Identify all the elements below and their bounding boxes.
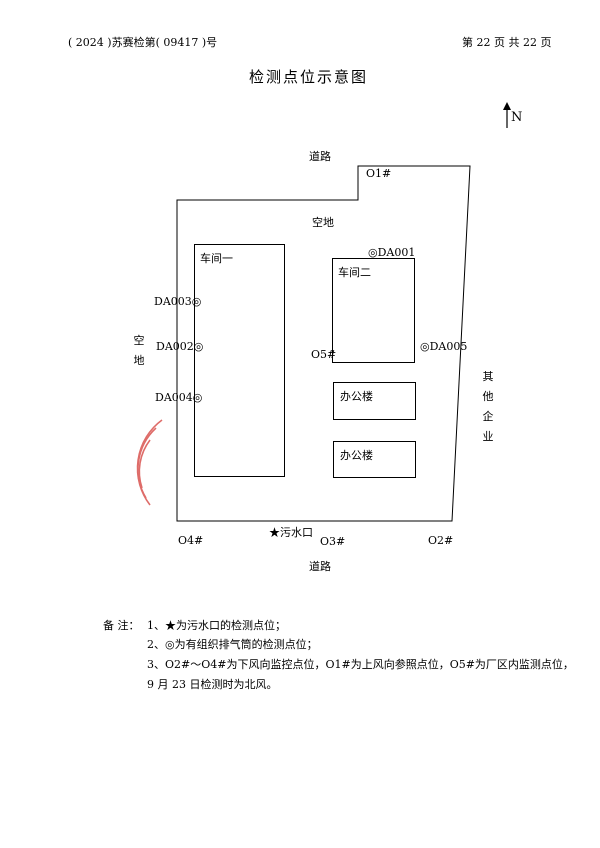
road-north-label: 道路 — [309, 150, 331, 163]
notes-label: 备 注： — [103, 619, 140, 632]
monitor-point-1: O1# — [366, 167, 392, 180]
workshop-1-label: 车间一 — [200, 252, 233, 265]
stack-point-da003: DA003◎ — [154, 295, 202, 308]
report-number: ( 2024 )苏赛检第( 09417 )号 — [68, 36, 218, 49]
road-south-label: 道路 — [309, 560, 331, 573]
stack-point-da001: ◎DA001 — [368, 246, 416, 259]
note-line-2: 2、◎为有组织排气筒的检测点位； — [147, 638, 318, 651]
north-arrow-icon — [503, 102, 511, 128]
note-line-4: 9 月 23 日检测时为北风。 — [147, 678, 278, 691]
site-boundary — [176, 165, 471, 522]
monitor-point-5: O5# — [311, 348, 337, 361]
note-line-1: 1、★为污水口的检测点位； — [147, 619, 286, 632]
stack-point-da005: ◎DA005 — [420, 340, 468, 353]
office-2-label: 办公楼 — [340, 449, 373, 462]
workshop-2-building: 车间二 — [332, 258, 415, 363]
page-title: 检测点位示意图 — [249, 68, 369, 86]
open-space-west-label: 空地 — [133, 334, 145, 367]
monitor-point-3: O3# — [320, 535, 346, 548]
workshop-2-label: 车间二 — [338, 266, 371, 279]
outfall-point: ★污水口 — [269, 526, 313, 539]
office-building-1: 办公楼 — [333, 382, 416, 420]
monitor-point-2: O2# — [428, 534, 454, 547]
office-1-label: 办公楼 — [340, 390, 373, 403]
stamp-mark — [136, 419, 163, 506]
office-building-2: 办公楼 — [333, 441, 416, 478]
stack-point-da004: DA004◎ — [155, 391, 203, 404]
stack-point-da002: DA002◎ — [156, 340, 204, 353]
workshop-1-building: 车间一 — [194, 244, 285, 477]
page-info: 第 22 页 共 22 页 — [462, 36, 552, 49]
compass-north-label: N — [511, 110, 523, 125]
note-line-3: 3、O2#～O4#为下风向监控点位，O1#为上风向参照点位，O5#为厂区内监测点… — [147, 658, 574, 671]
other-company-label: 其他企业 — [482, 370, 494, 443]
monitor-point-4: O4# — [178, 534, 204, 547]
open-space-inner-label: 空地 — [312, 216, 334, 229]
